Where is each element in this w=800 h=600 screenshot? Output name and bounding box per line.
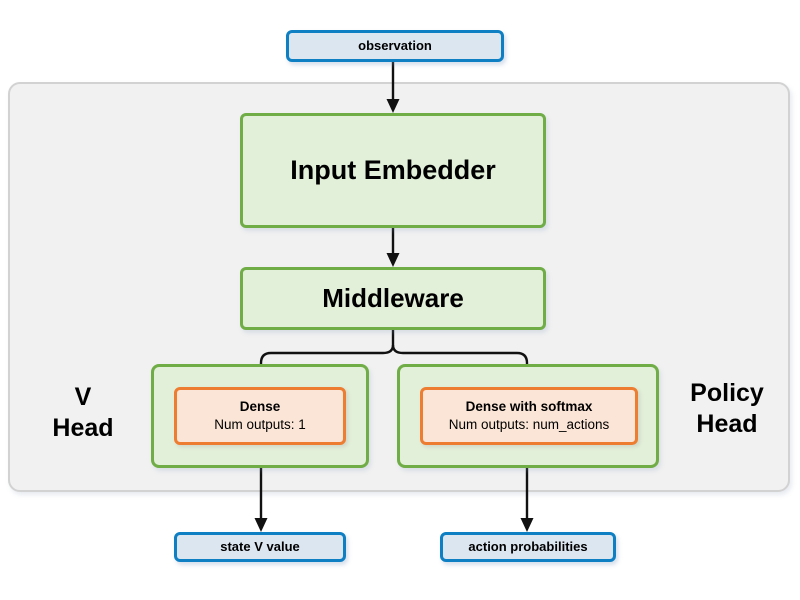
- policy-head-label-line2: Head: [696, 409, 758, 438]
- policy-head-label-line1: Policy: [690, 379, 764, 407]
- dense-softmax-layer-title: Dense with softmax: [465, 399, 593, 415]
- v-head-label-line1: V: [74, 383, 92, 411]
- dense-softmax-layer-node[interactable]: Dense with softmax Num outputs: num_acti…: [420, 387, 638, 445]
- input-embedder-node[interactable]: Input Embedder: [240, 113, 546, 228]
- middleware-label: Middleware: [322, 282, 464, 313]
- arrowhead-state-v-value: [254, 518, 268, 532]
- dense-layer-node[interactable]: Dense Num outputs: 1: [174, 387, 346, 445]
- observation-node[interactable]: observation: [286, 30, 504, 62]
- arrowhead-action-probabilities: [520, 518, 534, 532]
- dense-layer-title: Dense: [239, 399, 281, 415]
- action-probabilities-label: action probabilities: [468, 538, 588, 554]
- middleware-node[interactable]: Middleware: [240, 267, 546, 330]
- v-head-label: V Head: [20, 382, 146, 443]
- observation-label: observation: [358, 37, 432, 53]
- state-v-value-label: state V value: [220, 538, 300, 554]
- state-v-value-node[interactable]: state V value: [174, 532, 346, 562]
- policy-head-label: Policy Head: [664, 378, 790, 439]
- input-embedder-label: Input Embedder: [290, 154, 496, 185]
- dense-softmax-layer-subtitle: Num outputs: num_actions: [448, 417, 610, 432]
- action-probabilities-node[interactable]: action probabilities: [440, 532, 616, 562]
- v-head-label-line2: Head: [52, 413, 114, 442]
- dense-layer-subtitle: Num outputs: 1: [214, 417, 306, 432]
